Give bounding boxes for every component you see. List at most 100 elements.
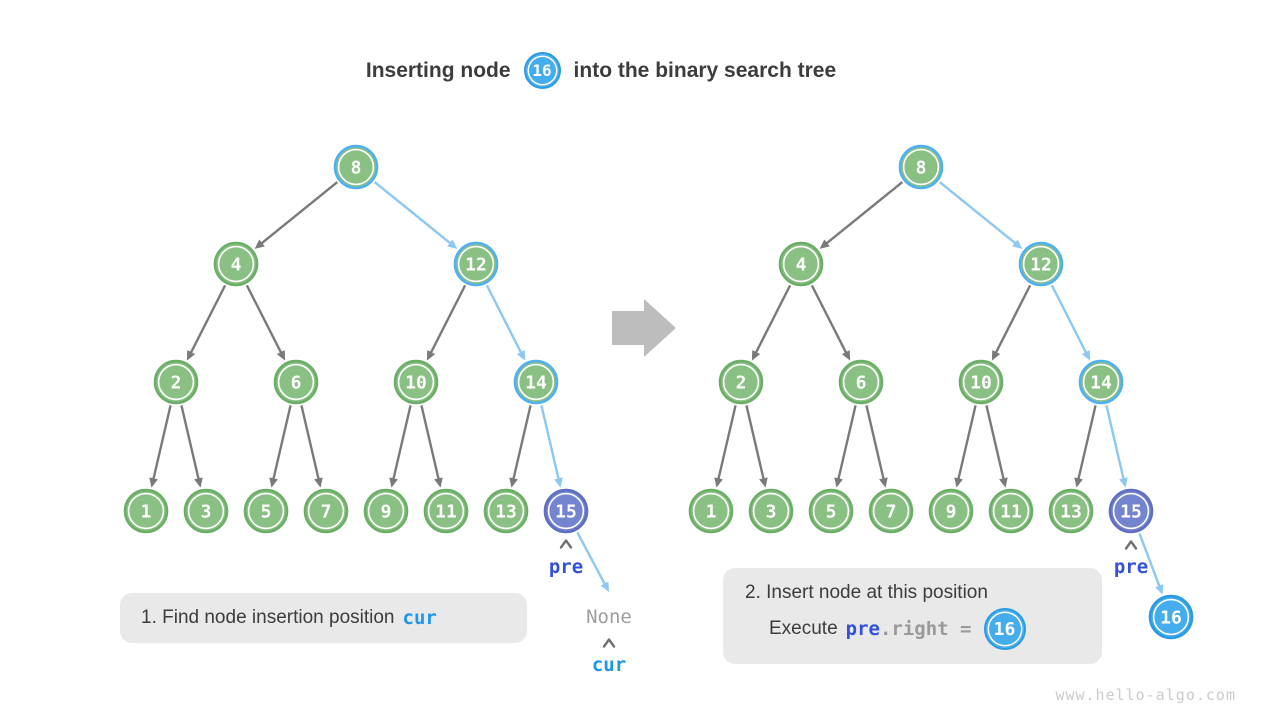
arrowhead-icon (999, 477, 1008, 488)
right-tree-node-4: 4 (778, 241, 824, 287)
arrowhead-icon (1081, 350, 1091, 361)
tree-edge (429, 284, 467, 354)
tree-edge (994, 284, 1032, 354)
node-value: 2 (171, 373, 182, 394)
tree-edge (938, 181, 1017, 245)
arrowhead-icon (186, 350, 196, 361)
right-tree-node-13: 13 (1048, 488, 1094, 534)
left-tree-node-1: 1 (123, 488, 169, 534)
node-value: 1 (706, 502, 717, 523)
transition-arrow-icon (612, 299, 676, 357)
arrowhead-icon (554, 477, 563, 488)
right-tree-node-7: 7 (868, 488, 914, 534)
caption-step1: 1. Find node insertion position cur (120, 593, 527, 643)
caption-step2-code-pre: pre (845, 618, 880, 640)
node-value: 8 (351, 158, 362, 179)
caption-step2-line2: Execute pre .right = 16 (745, 608, 1102, 650)
right-tree-node-1: 1 (688, 488, 734, 534)
caption-step2-node-value: 16 (993, 618, 1016, 640)
right-tree-node-3: 3 (748, 488, 794, 534)
tree-edge (392, 405, 412, 480)
left-tree-node-12: 12 (453, 241, 499, 287)
right-tree-node-2: 2 (718, 359, 764, 405)
caption-step1-code-cur: cur (402, 607, 437, 629)
arrowhead-icon (509, 477, 518, 488)
node-value: 12 (465, 255, 487, 276)
node-value: 11 (435, 502, 457, 523)
arrowhead-icon (759, 477, 768, 488)
node-value: 9 (946, 502, 957, 523)
tree-edge (512, 405, 532, 480)
title-text-prefix: Inserting node (365, 58, 511, 82)
arrowhead-icon (1119, 477, 1128, 488)
caption-step2-line1: 2. Insert node at this position (745, 582, 988, 603)
left-tree-node-2: 2 (153, 359, 199, 405)
arrowhead-icon (447, 239, 458, 249)
node-value: 15 (1120, 502, 1142, 523)
tree-edge (180, 405, 200, 480)
pointer-label-pre: pre (549, 556, 583, 578)
right-tree-node-12: 12 (1018, 241, 1064, 287)
pointer-label-cur: cur (592, 654, 626, 676)
caption-step2: 2. Insert node at this position Execute … (723, 568, 1102, 664)
arrowhead-icon (1074, 477, 1083, 488)
arrowhead-icon (751, 350, 761, 361)
arrowhead-icon (1155, 584, 1164, 595)
tree-edge (152, 405, 172, 480)
node-value: 13 (495, 502, 517, 523)
arrowhead-icon (314, 477, 323, 488)
tree-edge (373, 181, 452, 245)
arrowhead-icon (149, 477, 158, 488)
node-value: 11 (1000, 502, 1022, 523)
node-value: 13 (1060, 502, 1082, 523)
arrowhead-icon (834, 477, 843, 488)
tree-edge (865, 405, 885, 480)
none-label: None (586, 606, 632, 628)
node-value: 6 (291, 373, 302, 394)
node-value: 8 (916, 158, 927, 179)
arrowhead-icon (389, 477, 398, 488)
node-value: 4 (796, 255, 807, 276)
left-tree-node-15: 15 (543, 488, 589, 534)
arrowhead-icon (516, 350, 526, 361)
tree-edge (837, 405, 857, 480)
arrowhead-icon (254, 239, 265, 249)
tree-edge (576, 531, 607, 586)
node-value: 12 (1030, 255, 1052, 276)
arrowhead-icon (434, 477, 443, 488)
left-tree-node-11: 11 (423, 488, 469, 534)
right-tree-node-6: 6 (838, 359, 884, 405)
node-value: 15 (555, 502, 577, 523)
tree-edge (245, 284, 283, 354)
tree-edge (957, 405, 977, 480)
caption-step1-text: 1. Find node insertion position (141, 607, 395, 628)
tree-edge (420, 405, 440, 480)
tree-edge (260, 181, 339, 245)
figure-title: Inserting node 16 into the binary search… (0, 52, 1202, 89)
arrowhead-icon (426, 350, 436, 361)
right-tree-node-14: 14 (1078, 359, 1124, 405)
tree-edge (825, 181, 904, 245)
tree-edge (985, 405, 1005, 480)
node-value: 16 (1160, 608, 1182, 629)
tree-edge (540, 405, 560, 480)
tree-edge (189, 284, 227, 354)
arrowhead-icon (954, 477, 963, 488)
caret-up-icon (559, 539, 573, 549)
left-tree-node-5: 5 (243, 488, 289, 534)
tree-edge (1105, 405, 1125, 480)
node-value: 5 (261, 502, 272, 523)
caption-step2-prefix: Execute (769, 618, 838, 639)
tree-edge (717, 405, 737, 480)
node-value: 14 (525, 373, 547, 394)
left-tree-node-13: 13 (483, 488, 529, 534)
left-tree-node-3: 3 (183, 488, 229, 534)
left-tree-node-10: 10 (393, 359, 439, 405)
node-value: 3 (766, 502, 777, 523)
node-value: 10 (405, 373, 427, 394)
caret-up-icon (602, 638, 616, 648)
tree-edge (754, 284, 792, 354)
